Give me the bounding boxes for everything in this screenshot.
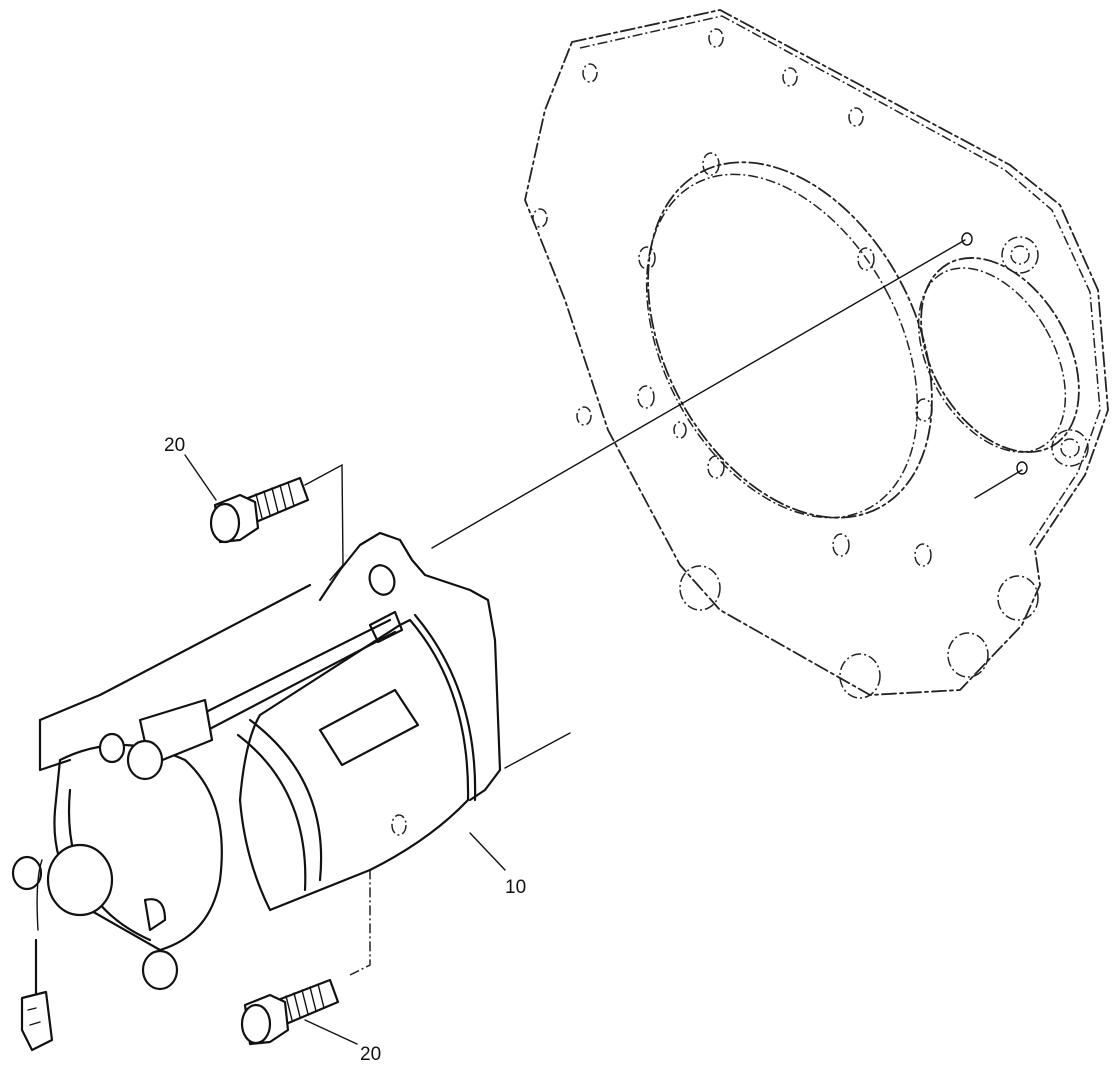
bolt-lower-callout-line <box>304 1019 358 1045</box>
bolt-upper-leader <box>304 463 344 581</box>
bolt-upper <box>184 454 310 544</box>
starter-callout-line <box>469 832 506 871</box>
callout-label-starter: 10 <box>505 877 527 898</box>
callout-label-bolt-upper: 20 <box>164 435 186 456</box>
flywheel-housing-plate <box>524 9 1109 699</box>
alignment-line <box>431 239 966 549</box>
starter-motor <box>11 531 502 991</box>
callout-label-bolt-lower: 20 <box>360 1044 382 1065</box>
bolt-lower <box>240 978 358 1046</box>
bolt-upper-callout-line <box>184 454 217 501</box>
wire-connector <box>20 859 54 1052</box>
